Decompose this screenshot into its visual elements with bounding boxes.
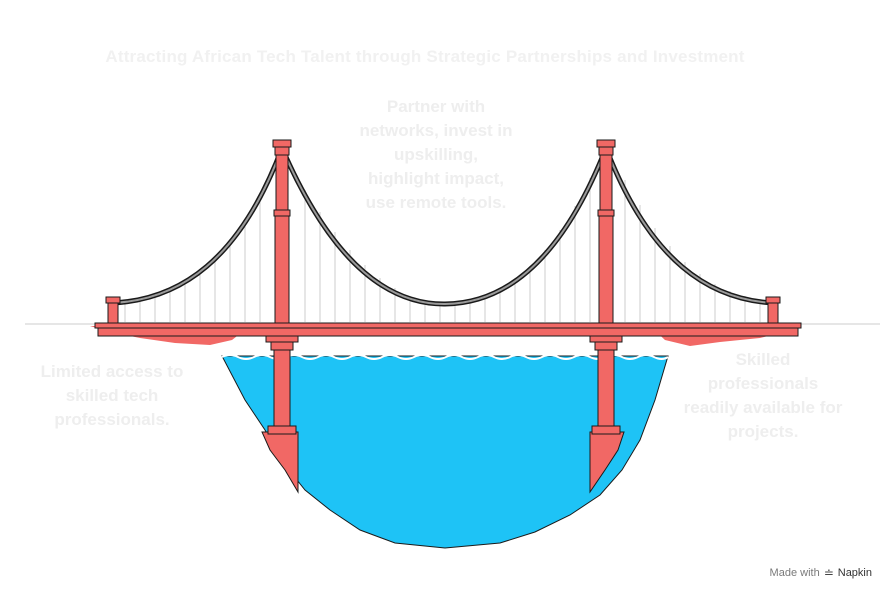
left-riverbank: [261, 431, 299, 494]
left-anchor: [105, 296, 121, 324]
water-surface: [221, 354, 669, 360]
bridge-text-line: Partner with: [386, 97, 486, 116]
diagram-title: Attracting African Tech Talent through S…: [105, 47, 745, 66]
desired-state-text: Skilled professionals readily available …: [668, 348, 858, 444]
brand-name: Napkin: [837, 567, 872, 579]
current-state-line: skilled tech: [65, 386, 159, 405]
bridge-text-line: highlight impact,: [368, 169, 504, 188]
desired-state-line: Skilled: [735, 350, 791, 369]
bridge-text-line: upskilling,: [393, 145, 479, 164]
bridge-deck: [94, 322, 802, 337]
bridge-text: Partner with networks, invest in upskill…: [336, 95, 536, 215]
napkin-logo-icon: ≐: [823, 566, 834, 580]
current-state-text: Limited access to skilled tech professio…: [20, 360, 204, 432]
made-with-napkin-badge[interactable]: Made with ≐ Napkin: [770, 566, 872, 580]
desired-state-line: readily available for: [683, 398, 843, 417]
made-with-label: Made with: [769, 567, 820, 579]
left-tower: [265, 139, 299, 435]
desired-state-line: projects.: [727, 422, 799, 441]
desired-state-line: professionals: [707, 374, 819, 393]
current-state-line: Limited access to: [40, 362, 184, 381]
right-tower: [589, 139, 623, 435]
current-state-line: professionals.: [54, 410, 170, 429]
main-cables: [111, 147, 775, 307]
right-anchor: [765, 296, 781, 324]
bridge-text-line: networks, invest in: [359, 121, 513, 140]
bridge-text-line: use remote tools.: [365, 193, 507, 212]
